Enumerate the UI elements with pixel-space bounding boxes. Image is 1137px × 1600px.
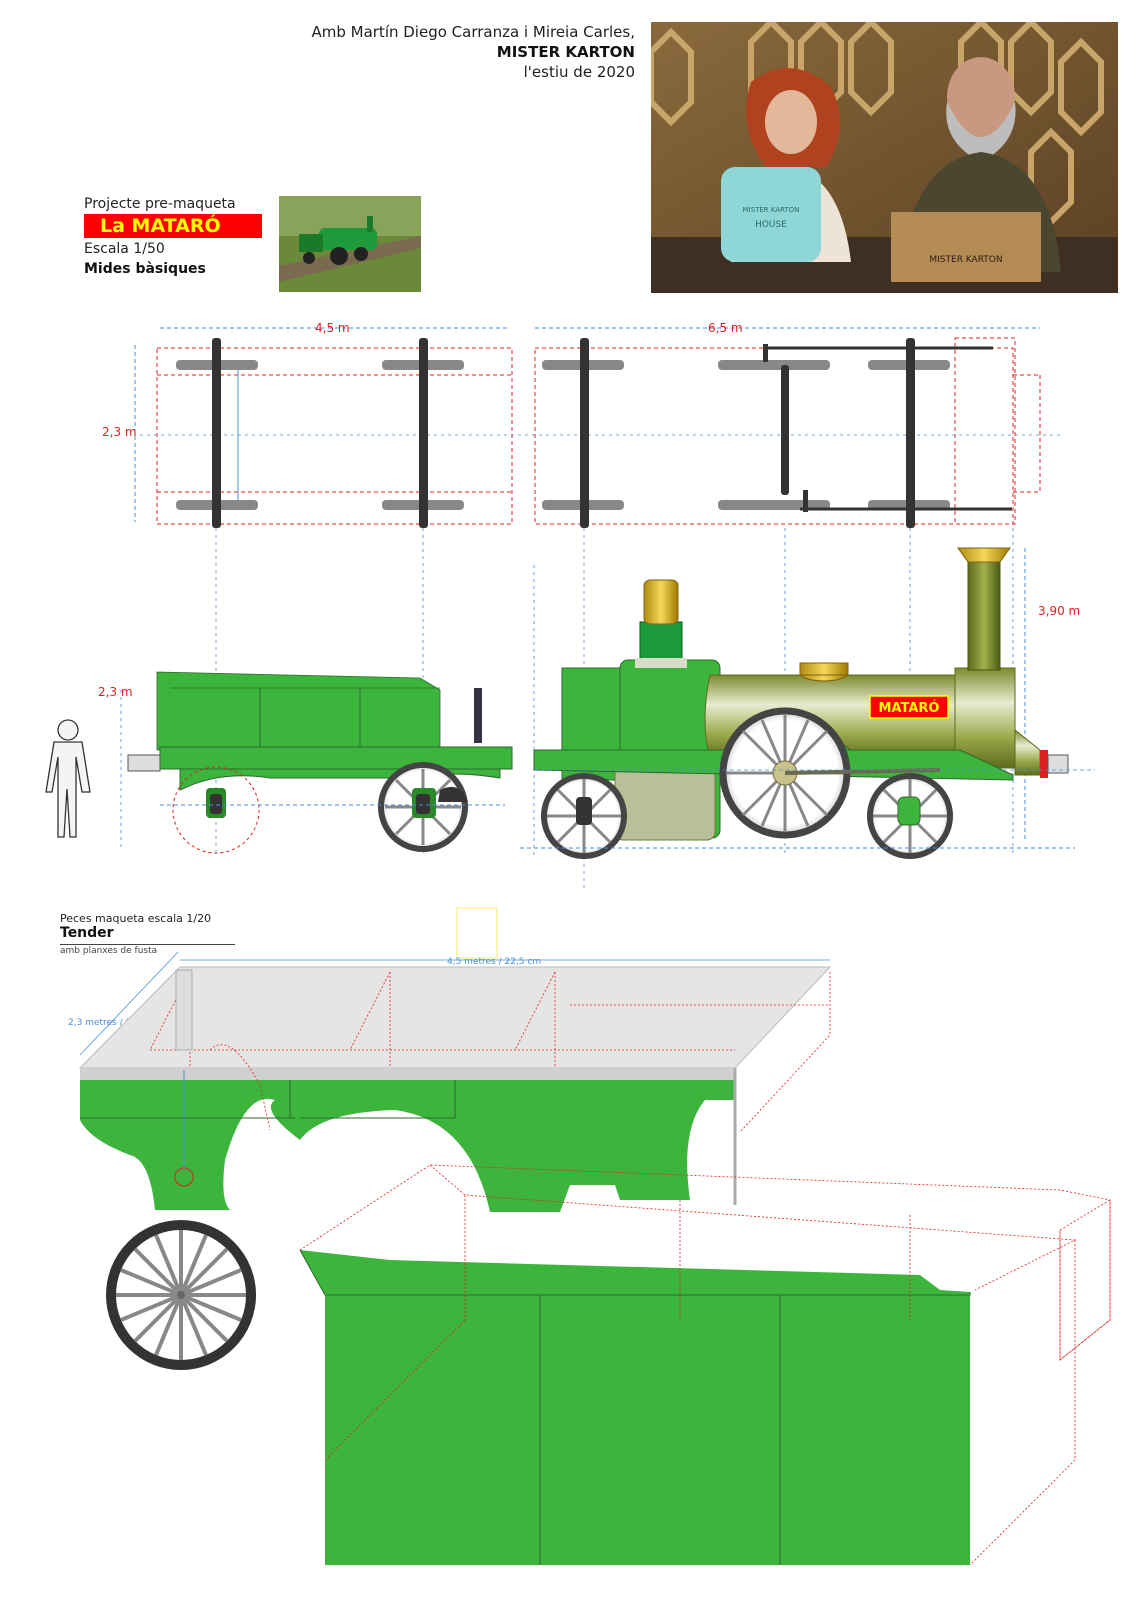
pieces-heading: Peces maqueta escala 1/20 bbox=[60, 912, 212, 925]
tender-subtitle: amb planxes de fusta bbox=[60, 946, 158, 956]
tender-title: Tender bbox=[60, 925, 114, 941]
team-photo: MISTER KARTON MISTER KARTON HOUSE bbox=[651, 22, 1118, 293]
piece-dim-length: 4,5 metres / 22,5 cm bbox=[447, 957, 541, 967]
plan-dim-tender-length: 4,5 m bbox=[315, 321, 350, 335]
photo-sign-front: MISTER KARTON bbox=[743, 206, 800, 214]
plan-dim-width: 2,3 m bbox=[102, 425, 137, 439]
loco-nameplate: MATARÓ bbox=[879, 700, 940, 716]
tender-box-piece bbox=[299, 1164, 1111, 1566]
tender-elevation: 2,3 m bbox=[98, 671, 513, 854]
photo-sign-back: HOUSE bbox=[755, 220, 787, 230]
person-silhouette bbox=[45, 719, 91, 838]
credits-line-2: MISTER KARTON bbox=[496, 43, 635, 61]
tender-title-underline bbox=[60, 944, 235, 945]
project-scale: Escala 1/50 bbox=[84, 241, 165, 257]
project-label: Projecte pre-maqueta bbox=[84, 196, 236, 212]
piece-dim-width: 2,3 metres / 11,5 cm bbox=[68, 1018, 162, 1028]
tender-pieces-drawing: 4,5 metres / 22,5 cm 2,3 metres / 11,5 c… bbox=[68, 907, 1111, 1566]
credits-line-1: Amb Martín Diego Carranza i Mireia Carle… bbox=[311, 23, 635, 41]
plan-view: 4,5 m 6,5 m 2,3 m bbox=[102, 321, 1060, 528]
project-title-box: La MATARÓ bbox=[84, 214, 262, 238]
credits-line-3: l'estiu de 2020 bbox=[523, 63, 635, 81]
project-subtitle: Mides bàsiques bbox=[84, 261, 206, 277]
wheel-piece bbox=[106, 1220, 256, 1370]
elev-dim-loco-height: 3,90 m bbox=[1038, 604, 1080, 618]
plan-elevation-drawing: 4,5 m 6,5 m 2,3 m bbox=[45, 321, 1095, 890]
photo-sign-right: MISTER KARTON bbox=[929, 255, 1002, 265]
plan-dim-loco-length: 6,5 m bbox=[708, 321, 743, 335]
credits: Amb Martín Diego Carranza i Mireia Carle… bbox=[230, 22, 635, 82]
elev-dim-tender-height: 2,3 m bbox=[98, 685, 133, 699]
locomotive-elevation: 3,90 m MATARÓ bbox=[520, 547, 1095, 859]
model-thumbnail bbox=[279, 196, 421, 292]
project-title: La MATARÓ bbox=[100, 215, 221, 237]
